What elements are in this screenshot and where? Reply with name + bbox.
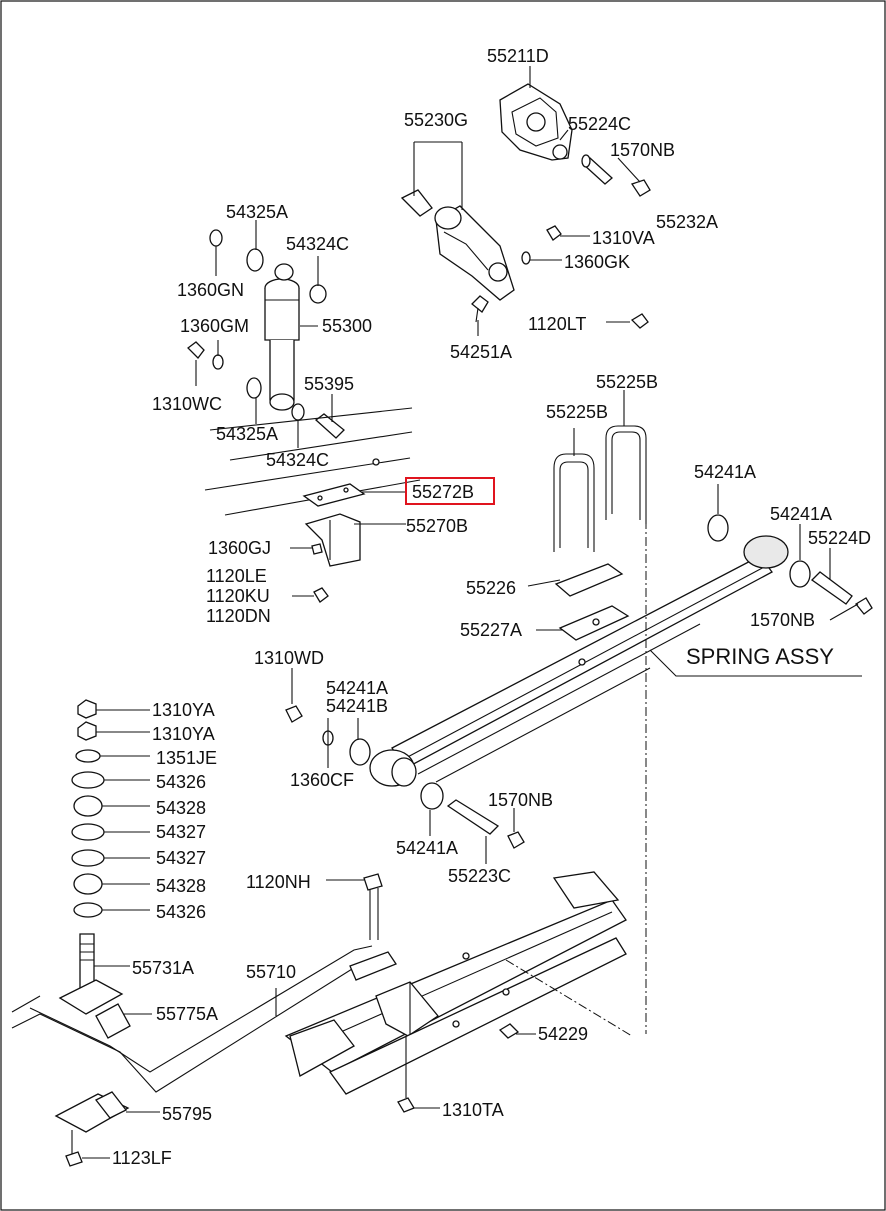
label-1123LF[interactable]: 1123LF bbox=[112, 1148, 172, 1168]
label-54241A-3[interactable]: 54241A bbox=[326, 678, 388, 698]
link-stack-drawing bbox=[71, 699, 105, 918]
washer-1360GK-drawing bbox=[521, 251, 531, 265]
label-54325A-bot[interactable]: 54325A bbox=[216, 424, 278, 444]
label-54326-2[interactable]: 54326 bbox=[156, 902, 206, 922]
bushings-left-drawing bbox=[285, 705, 525, 849]
label-55795[interactable]: 55795 bbox=[162, 1104, 212, 1124]
part-labels: 55211D 55230G 55224C 1570NB 55232A 1310V… bbox=[112, 46, 871, 1168]
label-55270B[interactable]: 55270B bbox=[406, 516, 468, 536]
label-54327-2[interactable]: 54327 bbox=[156, 848, 206, 868]
shock-absorber-55300-drawing bbox=[264, 263, 300, 411]
bracket-55775A-drawing bbox=[58, 979, 131, 1039]
leaf-spring-drawing bbox=[369, 535, 789, 787]
label-54251A[interactable]: 54251A bbox=[450, 342, 512, 362]
label-55272B[interactable]: 55272B bbox=[412, 482, 474, 502]
label-54241A-4[interactable]: 54241A bbox=[396, 838, 458, 858]
bolt-1120LT-drawing bbox=[630, 313, 649, 329]
label-55224D[interactable]: 55224D bbox=[808, 528, 871, 548]
label-55710[interactable]: 55710 bbox=[246, 962, 296, 982]
label-1120LT[interactable]: 1120LT bbox=[528, 314, 586, 334]
bracket-55270B-drawing bbox=[304, 513, 361, 567]
spacer-55226-drawing bbox=[554, 563, 624, 597]
label-55224C-top[interactable]: 55224C bbox=[568, 114, 631, 134]
label-1570NB-bot[interactable]: 1570NB bbox=[488, 790, 553, 810]
label-1310VA[interactable]: 1310VA bbox=[592, 228, 655, 248]
label-1360GK[interactable]: 1360GK bbox=[564, 252, 630, 272]
u-bolt-55225B-rear-drawing bbox=[605, 425, 647, 524]
label-55230G[interactable]: 55230G bbox=[404, 110, 468, 130]
plate-55227A-drawing bbox=[558, 605, 630, 641]
center-lines bbox=[505, 520, 647, 1037]
label-1120KU[interactable]: 1120KU bbox=[206, 586, 270, 606]
label-1310YA-1[interactable]: 1310YA bbox=[152, 700, 215, 720]
label-54326-1[interactable]: 54326 bbox=[156, 772, 206, 792]
label-1351JE[interactable]: 1351JE bbox=[156, 748, 217, 768]
label-1310YA-2[interactable]: 1310YA bbox=[152, 724, 215, 744]
label-55225B-a[interactable]: 55225B bbox=[596, 372, 658, 392]
highlight-box-55272B bbox=[405, 477, 495, 505]
label-1120NH[interactable]: 1120NH bbox=[246, 872, 311, 892]
label-55225B-b[interactable]: 55225B bbox=[546, 402, 608, 422]
label-54241A-2[interactable]: 54241A bbox=[770, 504, 832, 524]
label-55232A[interactable]: 55232A bbox=[656, 212, 718, 232]
bolt-54251A-drawing bbox=[471, 295, 489, 323]
label-54328-1[interactable]: 54328 bbox=[156, 798, 206, 818]
label-54241A-1[interactable]: 54241A bbox=[694, 462, 756, 482]
label-54229[interactable]: 54229 bbox=[538, 1024, 588, 1044]
label-1360GJ[interactable]: 1360GJ bbox=[208, 538, 271, 558]
label-55731A[interactable]: 55731A bbox=[132, 958, 194, 978]
nut-1310VA-drawing bbox=[546, 225, 562, 241]
label-54241B[interactable]: 54241B bbox=[326, 696, 388, 716]
nut-1570NB-top-drawing bbox=[630, 179, 651, 197]
bolt-55224C-top-drawing bbox=[581, 154, 613, 185]
label-1120DN[interactable]: 1120DN bbox=[206, 606, 271, 626]
u-bolt-55225B-front-drawing bbox=[553, 453, 595, 552]
bushings-right-drawing bbox=[707, 514, 873, 615]
label-55211D[interactable]: 55211D bbox=[487, 46, 549, 66]
label-1310WC[interactable]: 1310WC bbox=[152, 394, 222, 414]
axle-bracket-drawing bbox=[284, 871, 627, 1095]
bracket-55795-drawing bbox=[54, 1091, 130, 1167]
label-55395[interactable]: 55395 bbox=[304, 374, 354, 394]
leader-lines bbox=[82, 66, 862, 1159]
bolt-1120KU-drawing bbox=[313, 587, 329, 603]
bracket-55211D-drawing bbox=[499, 83, 573, 161]
label-54327-1[interactable]: 54327 bbox=[156, 822, 206, 842]
shackle-55230G-drawing bbox=[400, 189, 515, 301]
plate-55272B-drawing bbox=[302, 483, 366, 507]
label-1120LE[interactable]: 1120LE bbox=[206, 566, 267, 586]
label-55227A[interactable]: 55227A bbox=[460, 620, 522, 640]
label-1360GM[interactable]: 1360GM bbox=[180, 316, 249, 336]
label-55300[interactable]: 55300 bbox=[322, 316, 372, 336]
label-55223C[interactable]: 55223C bbox=[448, 866, 511, 886]
label-1570NB-top[interactable]: 1570NB bbox=[610, 140, 675, 160]
nut-54229-drawing bbox=[498, 1023, 520, 1039]
label-1310WD[interactable]: 1310WD bbox=[254, 648, 324, 668]
stabilizer-bar-55710-drawing bbox=[11, 945, 397, 1093]
label-55226[interactable]: 55226 bbox=[466, 578, 516, 598]
label-54328-2[interactable]: 54328 bbox=[156, 876, 206, 896]
label-54325A-top[interactable]: 54325A bbox=[226, 202, 288, 222]
bolt-1120NH-drawing bbox=[363, 873, 383, 940]
label-55775A[interactable]: 55775A bbox=[156, 1004, 218, 1024]
label-1360CF[interactable]: 1360CF bbox=[290, 770, 354, 790]
label-1360GN[interactable]: 1360GN bbox=[177, 280, 244, 300]
label-54324C-top[interactable]: 54324C bbox=[286, 234, 349, 254]
label-1310TA[interactable]: 1310TA bbox=[442, 1100, 504, 1120]
label-1570NB-mid[interactable]: 1570NB bbox=[750, 610, 815, 630]
label-54324C-bot[interactable]: 54324C bbox=[266, 450, 329, 470]
label-spring-assy[interactable]: SPRING ASSY bbox=[686, 644, 834, 669]
